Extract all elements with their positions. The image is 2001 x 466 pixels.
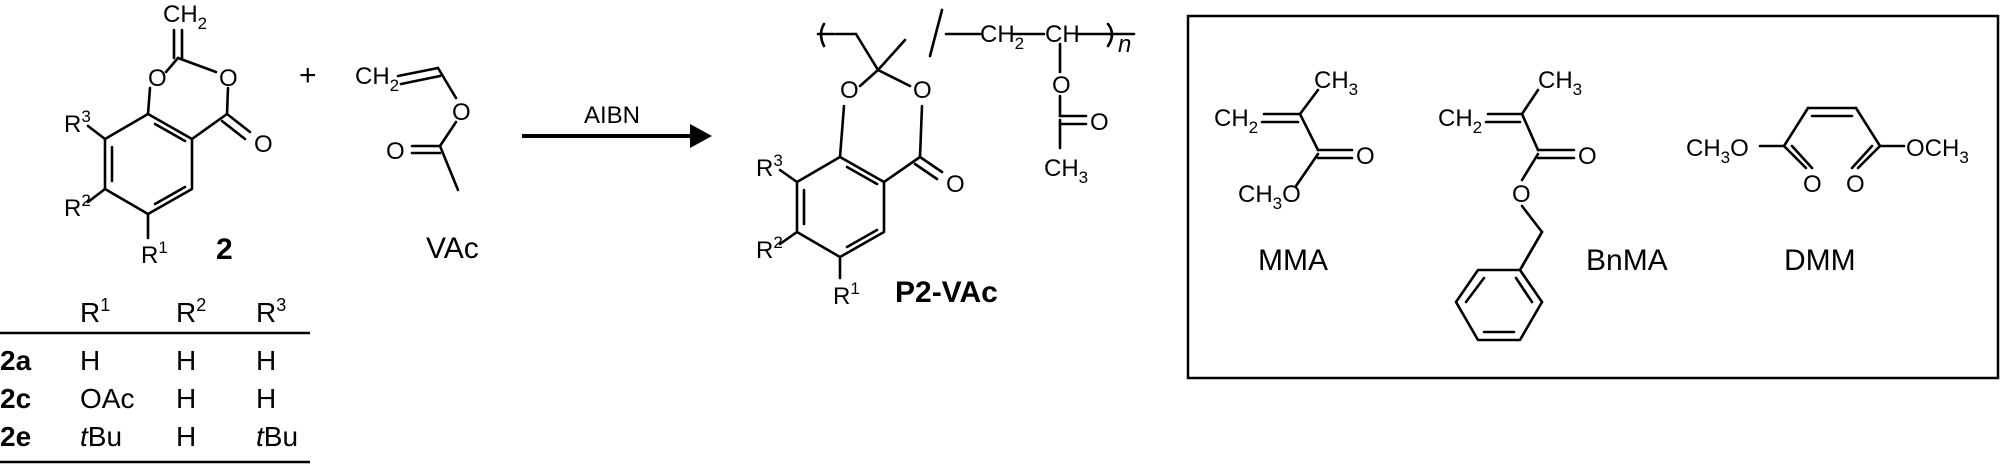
dmm-structure: CH3O OCH3 O O DMM [1686, 106, 1969, 277]
comonomer-box [1186, 14, 2000, 380]
vac-ch2-label: CH2 [355, 63, 399, 95]
product-p2-vac-structure: O O O R3 R2 R1 CH2 CH n O O CH3 P2-VAc [756, 8, 1136, 310]
dmm-right-och3-label: OCH3 [1906, 135, 1969, 167]
plus-sign: + [299, 59, 317, 92]
product-repeat-n: n [1118, 31, 1131, 58]
product-side-oxygen: O [1052, 72, 1071, 99]
dmm-left-och3-label: CH3O [1686, 135, 1749, 167]
table-cell-r2: H [176, 345, 196, 376]
table-cell-r1: tBu [80, 421, 122, 452]
vac-bonds [396, 66, 460, 192]
table-cell-r2: H [176, 383, 196, 414]
table-header-r2: R2 [176, 295, 206, 328]
dmm-bonds [1758, 106, 1906, 170]
bnma-bonds [1454, 88, 1576, 342]
table-row: 2a H H H [0, 345, 276, 376]
compound-2-structure: CH2 O O O R3 R2 R1 2 [64, 1, 273, 269]
bnma-label: BnMA [1586, 244, 1668, 277]
vac-carbonyl-oxygen: O [386, 138, 405, 165]
product-bonds [778, 8, 1136, 280]
bnma-structure: CH3 CH2 O O BnMA [1438, 67, 1668, 342]
table-header-r1: R1 [80, 295, 110, 328]
product-acyl-oxygen: O [1090, 109, 1109, 136]
compound-2-r3-label: R3 [64, 107, 91, 138]
substituent-table: R1 R2 R3 2a H H H 2c OAc H H 2e tBu H tB… [0, 295, 310, 464]
vac-label: VAc [426, 232, 479, 265]
compound-2-label: 2 [216, 233, 233, 266]
table-cell-r1: OAc [80, 383, 134, 414]
compound-2-r2-label: R2 [64, 191, 91, 222]
table-cell-r2: H [176, 421, 196, 452]
table-row-id: 2e [0, 421, 31, 452]
compound-2-carbonyl-oxygen: O [254, 131, 273, 158]
product-ch3-label: CH3 [1044, 155, 1088, 187]
bnma-ch2-label: CH2 [1438, 105, 1482, 137]
product-p2-vac-label: P2-VAc [895, 276, 998, 309]
arrowhead [690, 124, 712, 148]
table-row-id: 2a [0, 345, 32, 376]
table-header-r3: R3 [256, 295, 286, 328]
bnma-ester-oxygen: O [1512, 181, 1531, 208]
mma-structure: CH3 CH2 O CH3O MMA [1214, 67, 1375, 277]
bnma-carbonyl-oxygen: O [1578, 143, 1597, 170]
product-r2-label: R2 [756, 233, 783, 264]
compound-2-r1-label: R1 [141, 238, 168, 269]
compound-2-ring-oxygen-1: O [148, 65, 167, 92]
table-cell-r3: H [256, 345, 276, 376]
product-ring-oxygen-1: O [840, 77, 859, 104]
product-r3-label: R3 [756, 151, 783, 182]
mma-carbonyl-oxygen: O [1356, 143, 1375, 170]
product-ring-oxygen-2: O [913, 77, 932, 104]
vac-ester-oxygen: O [452, 99, 471, 126]
bnma-ch3-label: CH3 [1538, 67, 1582, 99]
product-ch2-label: CH2 [980, 21, 1024, 53]
compound-2-bonds [86, 28, 252, 240]
dmm-label: DMM [1784, 244, 1856, 277]
compound-2-ch2-label: CH2 [163, 1, 207, 33]
compound-2-ring-oxygen-2: O [219, 65, 238, 92]
product-carbonyl-oxygen: O [946, 171, 965, 198]
table-row: 2c OAc H H [0, 383, 276, 414]
reaction-arrow: AIBN [522, 102, 712, 148]
aibn-reagent-label: AIBN [584, 102, 640, 129]
table-row: 2e tBu H tBu [0, 421, 298, 452]
table-cell-r3: H [256, 383, 276, 414]
dmm-carbonyl-oxygen-2: O [1846, 171, 1865, 198]
table-row-id: 2c [0, 383, 31, 414]
mma-label: MMA [1258, 244, 1328, 277]
dmm-carbonyl-oxygen-1: O [1803, 171, 1822, 198]
mma-ch3-label: CH3 [1314, 67, 1358, 99]
product-ch-label: CH [1045, 21, 1080, 48]
vac-structure: CH2 O O VAc [355, 63, 479, 265]
table-cell-r1: H [80, 345, 100, 376]
mma-och3-label: CH3O [1238, 181, 1301, 213]
mma-ch2-label: CH2 [1214, 105, 1258, 137]
mma-bonds [1260, 88, 1354, 188]
product-r1-label: R1 [833, 279, 860, 310]
table-cell-r3: tBu [256, 421, 298, 452]
